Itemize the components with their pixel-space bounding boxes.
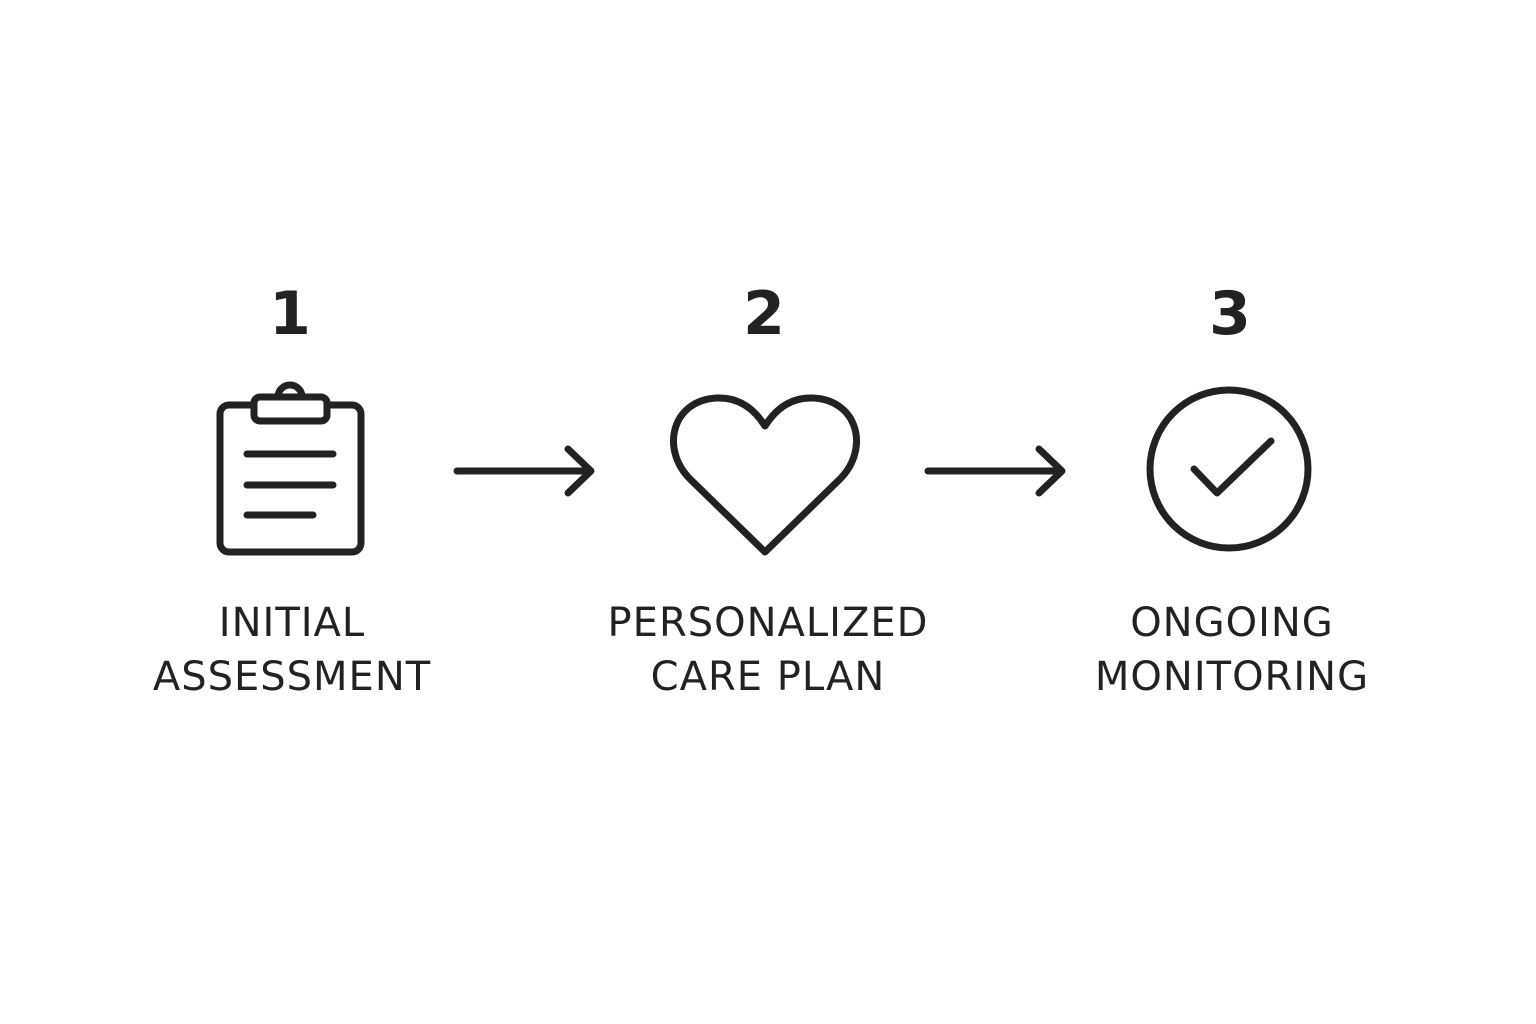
arrow-right-icon xyxy=(453,445,596,498)
step-label-line: INITIAL xyxy=(218,600,366,646)
step-label: PERSONALIZED CARE PLAN xyxy=(568,596,968,704)
step-label-line: ONGOING xyxy=(1130,600,1334,646)
step-label-line: ASSESSMENT xyxy=(152,654,432,700)
step-label: ONGOING MONITORING xyxy=(1032,596,1432,704)
check-circle-icon xyxy=(1146,386,1314,554)
step-label-line: MONITORING xyxy=(1094,654,1370,700)
arrow-right-icon xyxy=(924,445,1067,498)
step-number: 2 xyxy=(743,279,785,349)
step-label-line: CARE PLAN xyxy=(650,654,886,700)
step-label: INITIAL ASSESSMENT xyxy=(92,596,492,704)
heart-icon xyxy=(670,392,860,556)
step-number: 1 xyxy=(269,279,311,349)
step-number: 3 xyxy=(1209,279,1251,349)
step-label-line: PERSONALIZED xyxy=(607,600,929,646)
clipboard-icon xyxy=(214,378,366,556)
